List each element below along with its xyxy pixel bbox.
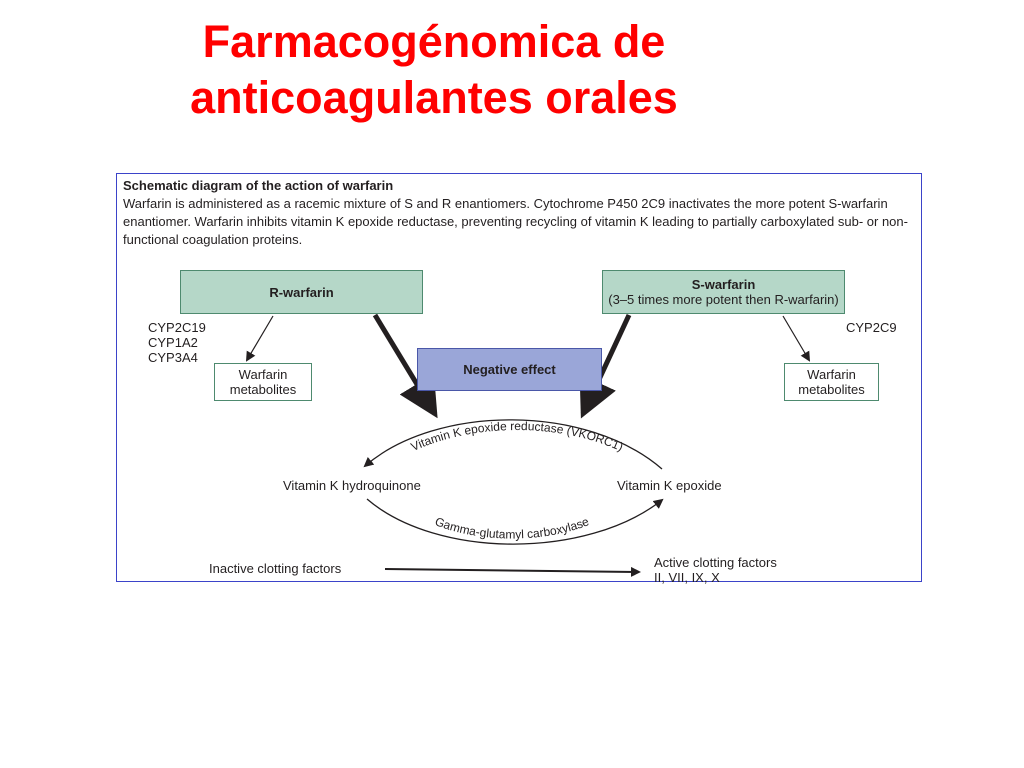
arrow-vkorc1-arc [363,419,663,470]
metabolites-right-line2: metabolites [798,382,865,397]
arrow-r-to-vkorc1 [372,313,438,419]
s-warfarin-label: S-warfarin [691,277,756,292]
metabolites-left-box: Warfarin metabolites [214,363,312,401]
negative-effect-box: Negative effect [417,348,602,391]
gamma-label: Gamma-glutamyl carboxylase [433,514,591,541]
arrow-s-to-metabolites [782,315,811,362]
vitamin-k-epoxide: Vitamin K epoxide [617,478,722,493]
s-warfarin-box: S-warfarin (3–5 times more potent then R… [602,270,845,314]
s-warfarin-note: (3–5 times more potent then R-warfarin) [608,292,839,307]
active-clotting-line1: Active clotting factors [654,555,777,570]
arrow-gamma-arc [366,498,664,545]
inactive-clotting-factors: Inactive clotting factors [209,561,342,576]
diagram-arrows: Vitamin K epoxide reductase (VKORC1) Gam… [245,313,811,577]
active-clotting-line2: II, VII, IX, X [654,570,720,585]
metabolites-left-line1: Warfarin [238,367,288,382]
cyp-left-item: CYP3A4 [148,350,198,365]
negative-effect-label: Negative effect [463,362,556,377]
cyp-left-list: CYP2C19 CYP1A2 CYP3A4 [148,320,206,365]
cyp-right-label: CYP2C9 [846,320,897,335]
metabolites-right-box: Warfarin metabolites [784,363,879,401]
metabolites-left-line2: metabolites [229,382,297,397]
arrow-inactive-to-active [384,566,641,577]
figure-caption-body: Warfarin is administered as a racemic mi… [123,196,908,247]
warfarin-figure: Schematic diagram of the action of warfa… [116,173,922,585]
figure-caption-title: Schematic diagram of the action of warfa… [123,178,394,193]
active-clotting-factors: Active clotting factors II, VII, IX, X [654,555,777,585]
slide-title: Farmacogénomica de anticoagulantes orale… [0,14,868,126]
metabolites-right-line1: Warfarin [807,367,856,382]
arrow-r-to-metabolites [245,315,274,362]
arrow-s-to-vkorc1 [579,313,632,419]
vitamin-k-hydroquinone: Vitamin K hydroquinone [283,478,421,493]
slide-title-line2: anticoagulantes orales [190,72,678,123]
cyp-left-item: CYP2C19 [148,320,206,335]
r-warfarin-label: R-warfarin [269,284,334,300]
r-warfarin-box: R-warfarin [180,270,423,314]
slide-title-line1: Farmacogénomica de [202,16,666,67]
vkorc1-label: Vitamin K epoxide reductase (VKORC1) [409,419,626,454]
cyp-left-item: CYP1A2 [148,335,198,350]
